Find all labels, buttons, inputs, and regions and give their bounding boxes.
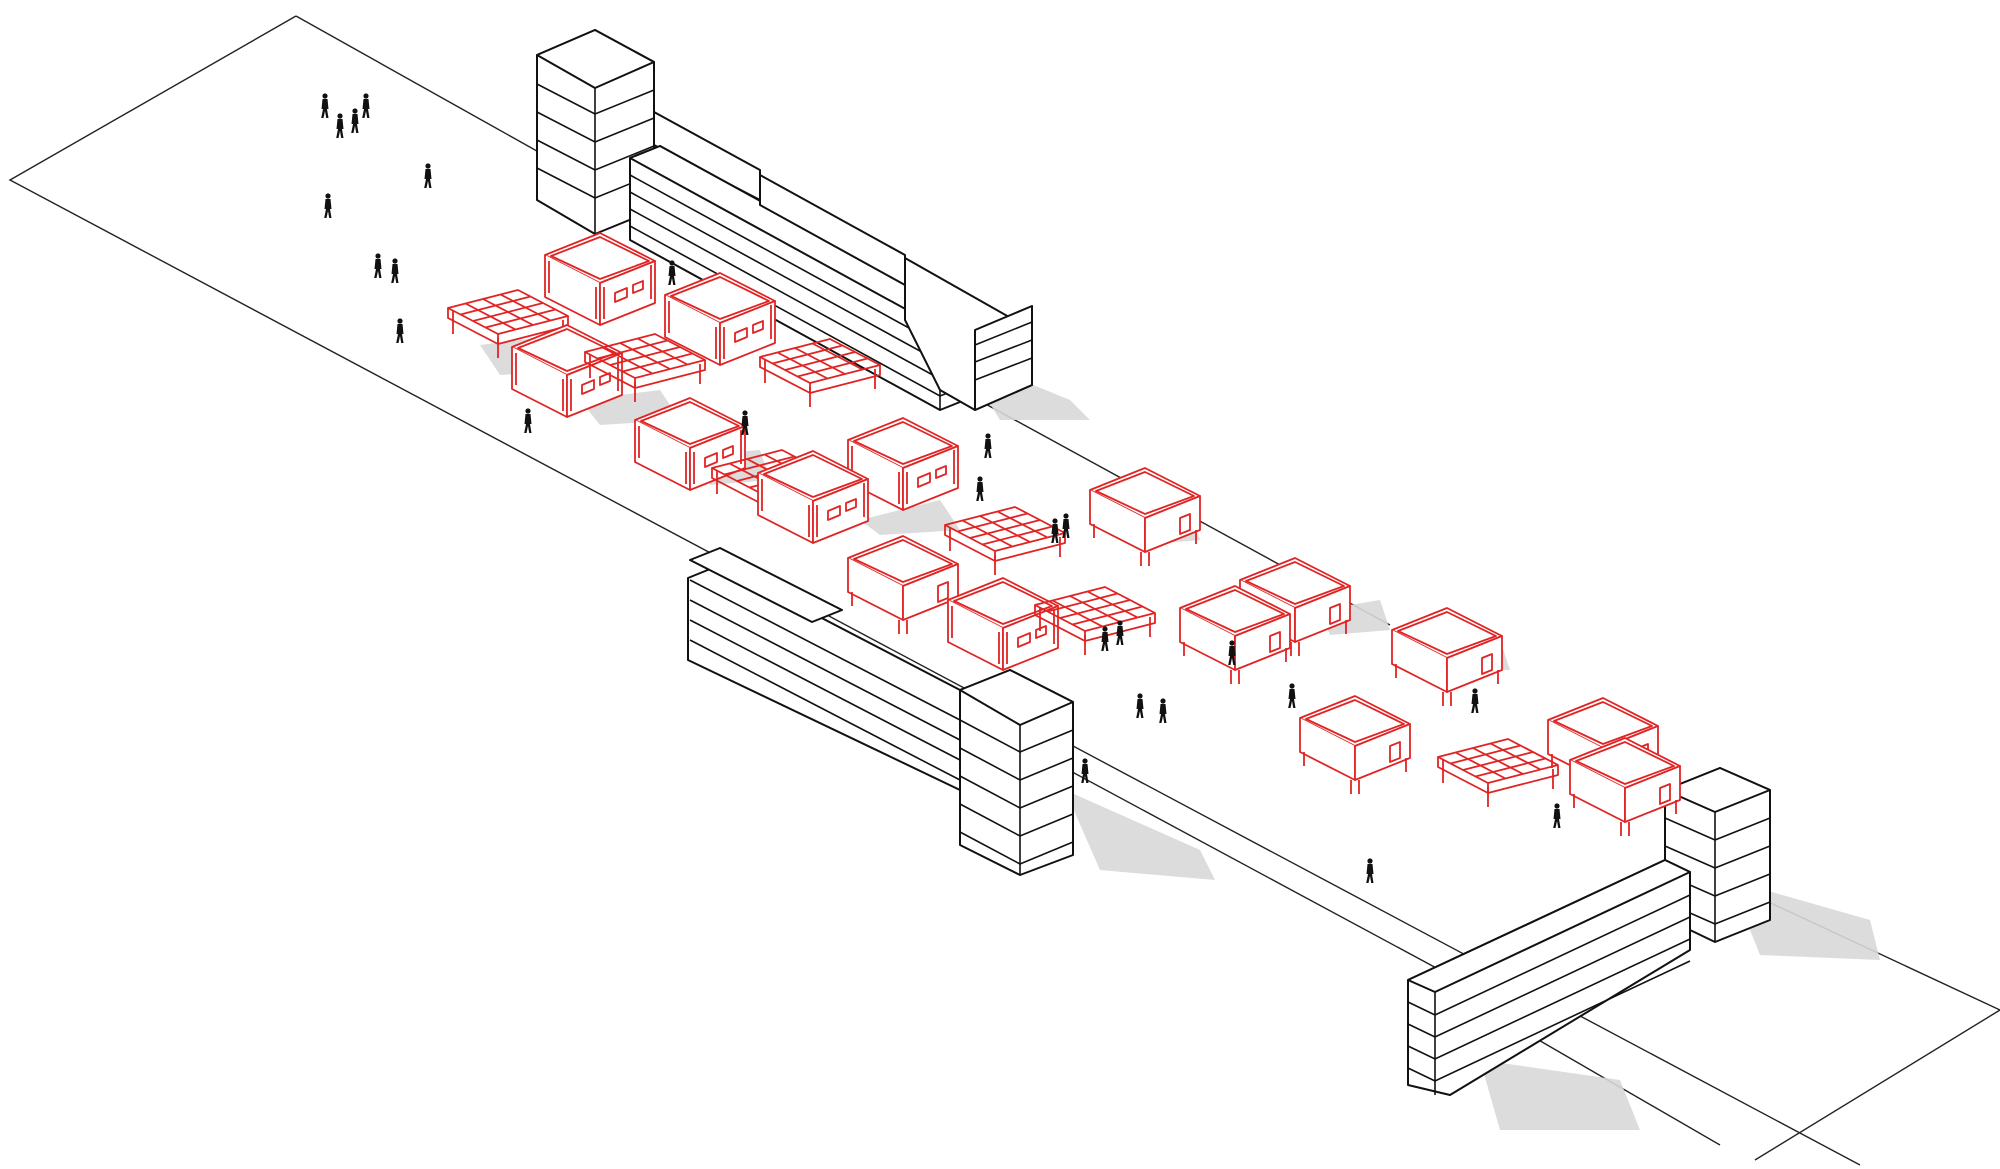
apartment-block-north bbox=[536, 29, 1033, 411]
apartment-block-center bbox=[687, 547, 1074, 876]
apartment-block-south bbox=[1407, 767, 1771, 1096]
